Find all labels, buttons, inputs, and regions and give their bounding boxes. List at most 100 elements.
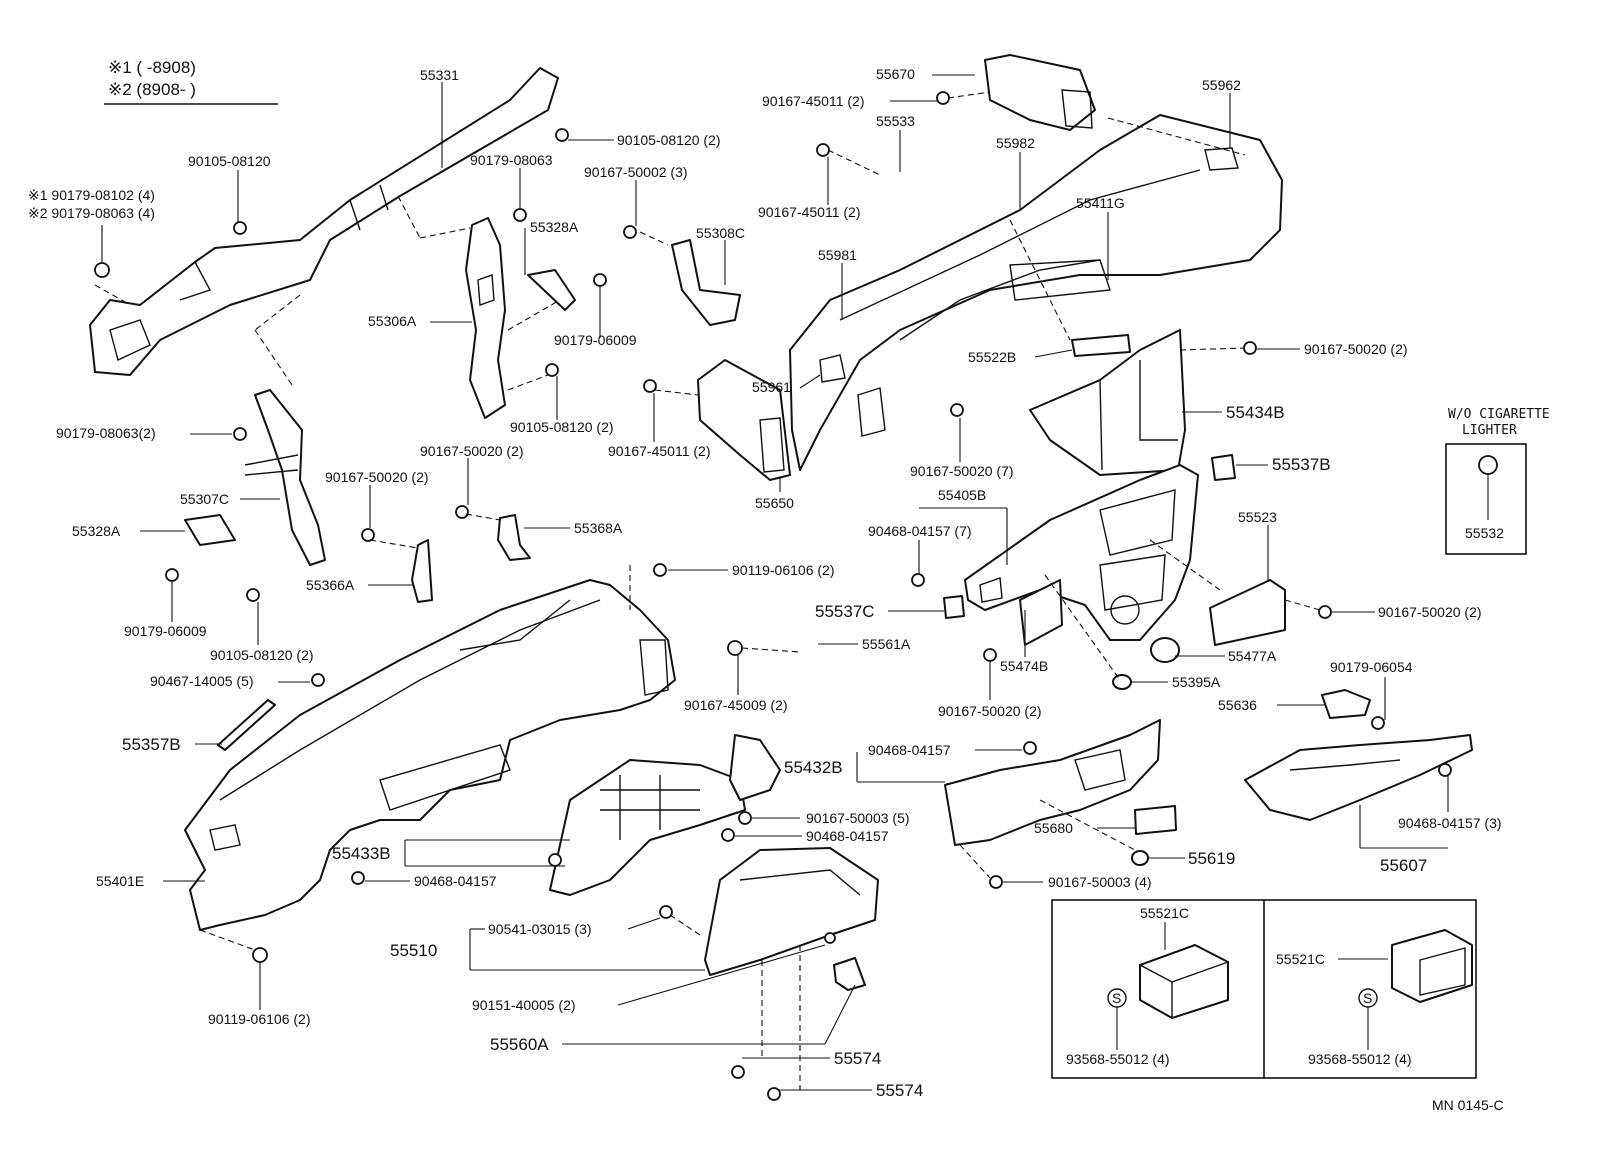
inset-box: 55521C S 93568-55012 (4) 55521C S 93568-…	[1051, 899, 1477, 1079]
knob-55477a-shape	[1150, 637, 1180, 663]
wo-cigarette-lighter-box: W/O CIGARETTE LIGHTER 55532	[1445, 407, 1550, 555]
label-55477a: 55477A	[1228, 648, 1277, 664]
label-90167-45011-b: 90167-45011 (2)	[758, 204, 860, 220]
latch-55560a-shape	[833, 957, 866, 991]
label-55961: 55961	[752, 379, 791, 395]
inset-left-part-label: 55521C	[1140, 905, 1189, 921]
label-90468-04157-l: 90468-04157	[414, 873, 497, 889]
label-55510: 55510	[390, 941, 437, 960]
label-90167-45011-top: 90167-45011 (2)	[762, 93, 864, 109]
inset-left-screw-label: 93568-55012 (4)	[1066, 1051, 1170, 1067]
label-55523: 55523	[1238, 509, 1277, 525]
plate-55523-shape	[1209, 579, 1286, 646]
label-55619: 55619	[1188, 849, 1235, 868]
label-55328a-left: 55328A	[72, 523, 121, 539]
label-90468-04157-r: 90468-04157	[868, 742, 951, 758]
bracket-55307c-shape	[244, 389, 326, 566]
ring-55395a-shape	[1112, 674, 1132, 690]
part-shapes	[89, 54, 1498, 1101]
brace-55328a-top-shape	[527, 269, 576, 311]
wo-box-part-label: 55532	[1465, 525, 1504, 541]
diagram-code: MN 0145-C	[1432, 1097, 1504, 1113]
cover-55432b-shape	[729, 734, 781, 801]
label-90105-08120-low: 90105-08120 (2)	[210, 647, 314, 663]
label-55432b: 55432B	[784, 758, 843, 777]
label-55981: 55981	[818, 247, 857, 263]
inset-right-part-shape	[1391, 929, 1473, 1003]
label-55366a: 55366A	[306, 577, 355, 593]
label-90119-06106-top: 90119-06106 (2)	[732, 562, 834, 578]
label-55607: 55607	[1380, 856, 1427, 875]
label-55560a: 55560A	[490, 1035, 549, 1054]
label-90179-08102: ※1 90179-08102 (4)	[28, 187, 155, 203]
label-55561a: 55561A	[862, 636, 911, 652]
switch-55537c-shape	[943, 595, 965, 619]
label-55537b: 55537B	[1272, 455, 1331, 474]
brace-55328a-left-shape	[184, 514, 236, 546]
label-55405b: 55405B	[938, 487, 986, 503]
label-90179-06009-mid: 90179-06009	[554, 332, 637, 348]
label-90468-04157-m: 90468-04157	[806, 828, 889, 844]
label-90179-06054: 90179-06054	[1330, 659, 1413, 675]
lower-panel-55607-shape	[1244, 734, 1473, 821]
label-55533: 55533	[876, 113, 915, 129]
label-55331: 55331	[420, 67, 459, 83]
glove-box-55510-shape	[704, 847, 879, 976]
label-55368a: 55368A	[574, 520, 623, 536]
label-90468-04157-3: 90468-04157 (3)	[1398, 815, 1502, 831]
switch-55680-shape	[1134, 805, 1177, 835]
inset-right-s-letter: S	[1363, 990, 1372, 1006]
lower-right-panel-shape	[944, 719, 1161, 846]
label-55308c: 55308C	[696, 225, 745, 241]
bracket-55306a-shape	[465, 217, 561, 419]
inset-right-screw-label: 93568-55012 (4)	[1308, 1051, 1412, 1067]
label-90151-40005: 90151-40005 (2)	[472, 997, 576, 1013]
center-cluster-55405b-shape	[964, 464, 1199, 641]
bracket-55368a-shape	[497, 514, 531, 561]
label-90167-45009: 90167-45009 (2)	[684, 697, 788, 713]
label-90105-08120-mid: 90105-08120 (2)	[510, 419, 614, 435]
label-90167-50020-rr: 90167-50020 (2)	[1378, 604, 1482, 620]
button-55619-shape	[1131, 850, 1149, 866]
label-90167-50020-a: 90167-50020 (2)	[325, 469, 429, 485]
label-55328a-top: 55328A	[530, 219, 579, 235]
label-55474b: 55474B	[1000, 658, 1048, 674]
bracket-55636-shape	[1321, 689, 1371, 719]
label-90167-50003-5: 90167-50003 (5)	[806, 810, 910, 826]
legend-line-2: ※2 (8908- )	[108, 80, 196, 99]
label-90167-50002: 90167-50002 (3)	[584, 164, 688, 180]
label-55433b: 55433B	[332, 844, 391, 863]
label-55574-a: 55574	[834, 1049, 881, 1068]
label-55574-b: 55574	[876, 1081, 923, 1100]
label-55411g: 55411G	[1076, 195, 1125, 211]
legend: ※1 ( -8908) ※2 (8908- )	[104, 58, 278, 105]
label-90167-50020-7: 90167-50020 (7)	[910, 463, 1014, 479]
label-90119-06106-low: 90119-06106 (2)	[208, 1011, 310, 1027]
label-55982: 55982	[996, 135, 1035, 151]
label-90167-50020-c: 90167-50020 (2)	[938, 703, 1042, 719]
inset-left-part-shape	[1139, 944, 1229, 1019]
dashboard-55401e-shape	[184, 579, 676, 931]
label-55395a: 55395A	[1172, 674, 1221, 690]
label-55537c: 55537C	[815, 602, 875, 621]
label-55670: 55670	[876, 66, 915, 82]
label-90179-06009-low: 90179-06009	[124, 623, 207, 639]
wo-box-title-line-2: LIGHTER	[1462, 423, 1517, 438]
center-vent-55670-shape	[984, 54, 1096, 131]
label-55306a: 55306A	[368, 313, 417, 329]
label-55680: 55680	[1034, 820, 1073, 836]
inset-right-part-label: 55521C	[1276, 951, 1325, 967]
reinforcement-beam-shape	[89, 67, 559, 386]
pocket-55522b-shape	[1071, 334, 1131, 357]
label-90467-14005: 90467-14005 (5)	[150, 673, 254, 689]
wo-box-frame	[1445, 443, 1527, 555]
label-90167-50020-r: 90167-50020 (2)	[1304, 341, 1408, 357]
label-90541-03015: 90541-03015 (3)	[488, 921, 592, 937]
label-90179-08063-mid: 90179-08063	[470, 152, 553, 168]
label-55357b: 55357B	[122, 735, 181, 754]
switch-55537b-shape	[1211, 454, 1236, 481]
label-90105-08120-a: 90105-08120	[188, 153, 271, 169]
leader-lines	[101, 74, 1489, 1091]
wo-box-title-line-1: W/O CIGARETTE	[1448, 407, 1550, 422]
bracket-55474b-shape	[1019, 579, 1063, 646]
